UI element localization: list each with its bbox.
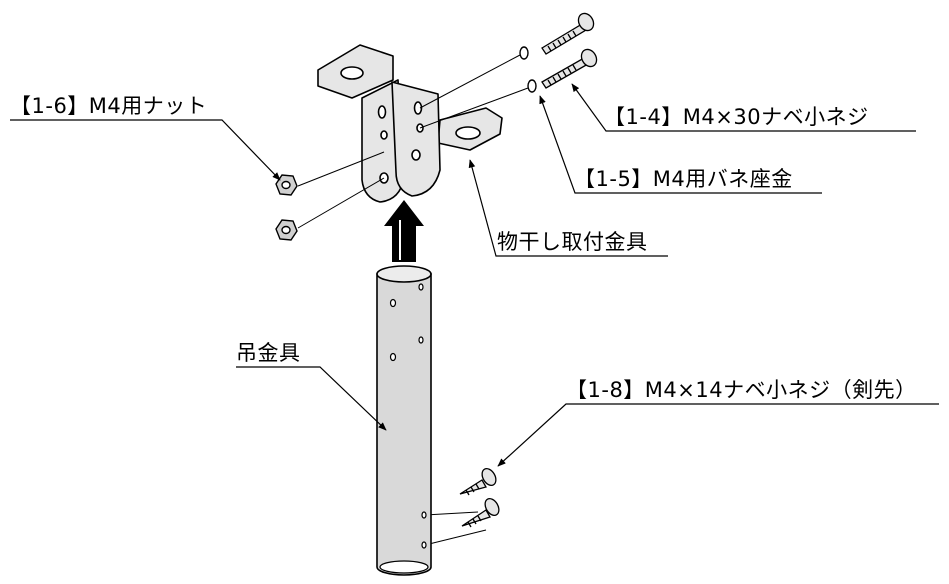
bracket-part <box>317 44 503 203</box>
label-screw-m4x14: 【1-8】M4×14ナベ小ネジ（剣先） <box>566 378 917 402</box>
spring-washer-upper <box>519 46 529 60</box>
label-bracket: 物干し取付金具 <box>497 230 648 254</box>
screw-m4x30-upper <box>541 12 595 55</box>
nut-lower <box>275 219 298 241</box>
screw-m4x14-upper <box>459 467 497 496</box>
label-spring-washer: 【1-5】M4用バネ座金 <box>574 167 793 191</box>
label-hanger: 吊金具 <box>236 341 301 365</box>
screw-m4x30-lower <box>541 48 598 89</box>
nut-upper <box>275 174 298 196</box>
screw-m4x14-lower <box>461 497 500 528</box>
alignment-lines <box>297 54 529 546</box>
hanger-pipe <box>376 265 432 576</box>
leader-lines <box>10 83 939 467</box>
spring-washer-lower <box>527 79 537 93</box>
label-nut: 【1-6】M4用ナット <box>10 94 208 118</box>
up-arrow-icon <box>384 200 424 262</box>
label-screw-m4x30: 【1-4】M4×30ナベ小ネジ <box>604 105 869 129</box>
